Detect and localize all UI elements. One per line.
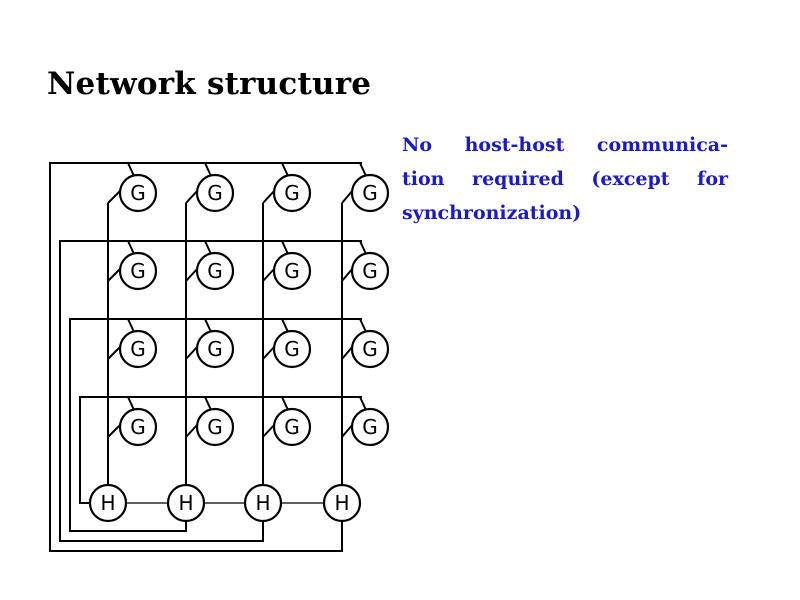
gpu-label: G — [284, 337, 300, 361]
gpu-label: G — [284, 415, 300, 439]
note-line-2: tion required (except for — [402, 168, 728, 190]
gpu-label: G — [207, 337, 223, 361]
row-tap-4-4 — [359, 396, 367, 411]
row-loop-wire-1 — [49, 162, 362, 552]
row-tap-2-2 — [204, 240, 212, 255]
host-label: H — [178, 491, 193, 515]
host-node-3 — [243, 483, 283, 523]
row-tap-3-1 — [127, 318, 135, 333]
host-label: H — [100, 491, 115, 515]
note-line-3: synchronization) — [402, 202, 582, 224]
host-node-2 — [166, 483, 206, 523]
row-tap-3-3 — [281, 318, 289, 333]
row-tap-1-2 — [204, 162, 212, 177]
gpu-label: G — [130, 181, 146, 205]
gpu-label: G — [207, 415, 223, 439]
column-tap-1-2 — [107, 267, 122, 282]
row-tap-3-2 — [204, 318, 212, 333]
host-node-1 — [88, 483, 128, 523]
gpu-label: G — [130, 337, 146, 361]
host-label: H — [334, 491, 349, 515]
row-tap-4-3 — [281, 396, 289, 411]
column-tap-1-1 — [107, 189, 122, 204]
row-tap-2-4 — [359, 240, 367, 255]
row-tap-2-1 — [127, 240, 135, 255]
row-tap-2-3 — [281, 240, 289, 255]
row-tap-4-1 — [127, 396, 135, 411]
host-label: H — [255, 491, 270, 515]
gpu-label: G — [362, 415, 378, 439]
gpu-node-r4c3 — [272, 407, 312, 447]
gpu-label: G — [207, 259, 223, 283]
gpu-node-r1c1 — [118, 173, 158, 213]
gpu-label: G — [284, 259, 300, 283]
row-tap-3-4 — [359, 318, 367, 333]
gpu-label: G — [284, 181, 300, 205]
row-loop-wire-2 — [59, 240, 362, 542]
gpu-node-r4c4 — [350, 407, 390, 447]
gpu-label: G — [130, 415, 146, 439]
row-tap-1-1 — [127, 162, 135, 177]
gpu-node-r1c4 — [350, 173, 390, 213]
row-tap-4-2 — [204, 396, 212, 411]
gpu-node-r3c2 — [195, 329, 235, 369]
host-node-4 — [322, 483, 362, 523]
gpu-node-r1c2 — [195, 173, 235, 213]
gpu-node-r2c4 — [350, 251, 390, 291]
column-tap-1-3 — [107, 345, 122, 360]
gpu-label: G — [362, 181, 378, 205]
gpu-node-r2c1 — [118, 251, 158, 291]
row-loop-wire-4 — [79, 396, 362, 504]
gpu-node-r3c1 — [118, 329, 158, 369]
row-tap-1-3 — [281, 162, 289, 177]
note-line-1: No host-host communica- — [402, 134, 728, 156]
gpu-label: G — [130, 259, 146, 283]
row-loop-wire-3 — [69, 318, 362, 532]
row-tap-1-4 — [359, 162, 367, 177]
gpu-node-r3c3 — [272, 329, 312, 369]
gpu-node-r4c2 — [195, 407, 235, 447]
gpu-node-r3c4 — [350, 329, 390, 369]
slide-title: Network structure — [47, 66, 372, 102]
gpu-label: G — [362, 259, 378, 283]
gpu-label: G — [362, 337, 378, 361]
gpu-label: G — [207, 181, 223, 205]
slide-note: No host-host communica- tion required (e… — [402, 128, 728, 230]
gpu-node-r2c2 — [195, 251, 235, 291]
column-tap-1-4 — [107, 423, 122, 438]
gpu-node-r4c1 — [118, 407, 158, 447]
gpu-node-r1c3 — [272, 173, 312, 213]
gpu-node-r2c3 — [272, 251, 312, 291]
